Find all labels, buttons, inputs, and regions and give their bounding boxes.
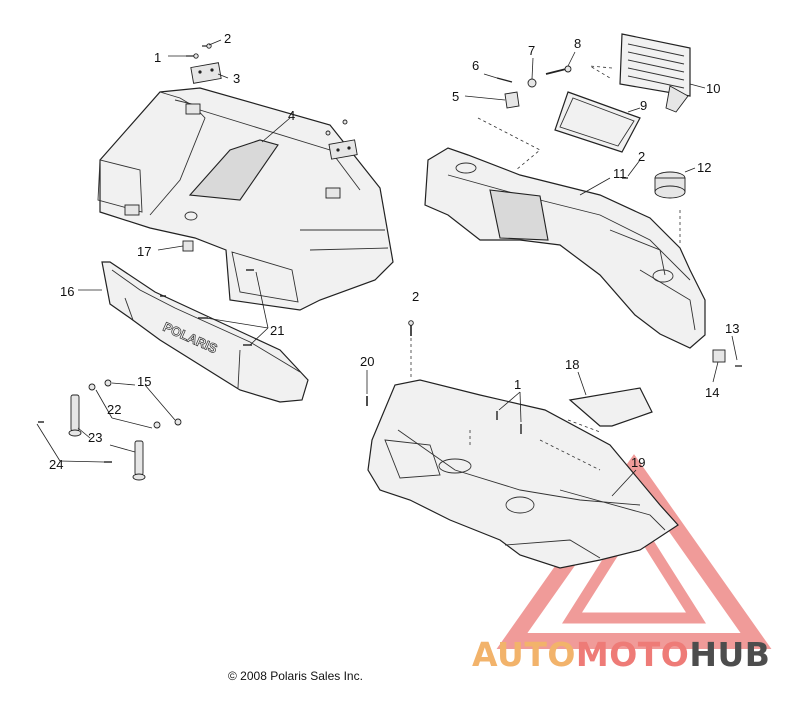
callout-1: 1 bbox=[514, 377, 521, 392]
access-panel bbox=[568, 387, 653, 427]
watermark-part-auto: AUTO bbox=[472, 635, 576, 674]
assembly-dashed-lines bbox=[410, 65, 681, 471]
callout-7: 7 bbox=[528, 43, 535, 58]
watermark-logo-text: AUTOMOTOHUB bbox=[472, 638, 770, 671]
callout-4: 4 bbox=[288, 108, 295, 123]
callout-13: 13 bbox=[725, 321, 739, 336]
callout-14: 14 bbox=[705, 385, 719, 400]
callout-1: 1 bbox=[154, 50, 161, 65]
callout-19: 19 bbox=[631, 455, 645, 470]
mounting-bolt bbox=[38, 379, 182, 481]
knob-assembly bbox=[496, 65, 572, 109]
callout-2: 2 bbox=[412, 289, 419, 304]
front-bumper-panel: POLARIS bbox=[101, 261, 309, 403]
vent-grille bbox=[619, 33, 691, 113]
callout-21: 21 bbox=[270, 323, 284, 338]
screw bbox=[366, 320, 522, 434]
callout-15: 15 bbox=[137, 374, 151, 389]
callout-20: 20 bbox=[360, 354, 374, 369]
callout-18: 18 bbox=[565, 357, 579, 372]
clip bbox=[622, 177, 742, 367]
callout-2: 2 bbox=[638, 149, 645, 164]
callout-5: 5 bbox=[452, 89, 459, 104]
copyright-notice: © 2008 Polaris Sales Inc. bbox=[228, 669, 363, 683]
hinge-plate bbox=[190, 62, 358, 160]
callout-17: 17 bbox=[137, 244, 151, 259]
callout-6: 6 bbox=[472, 58, 479, 73]
callout-9: 9 bbox=[640, 98, 647, 113]
callout-3: 3 bbox=[233, 71, 240, 86]
callout-22: 22 bbox=[107, 402, 121, 417]
callout-16: 16 bbox=[60, 284, 74, 299]
leader-lines bbox=[36, 39, 738, 497]
clip bbox=[182, 240, 194, 252]
callout-11: 11 bbox=[613, 166, 627, 181]
floor-pan bbox=[367, 379, 679, 569]
cup-holder-cap bbox=[654, 171, 686, 199]
gasket bbox=[554, 91, 641, 153]
callout-labels: 1 2 3 4 5 6 7 8 9 10 11 2 12 13 14 2 16 … bbox=[49, 31, 739, 472]
callout-23: 23 bbox=[88, 430, 102, 445]
watermark-part-moto: MOTO bbox=[575, 635, 690, 674]
callout-8: 8 bbox=[574, 36, 581, 51]
callout-24: 24 bbox=[49, 457, 63, 472]
watermark-part-hub: HUB bbox=[689, 635, 771, 674]
dashboard-panel bbox=[424, 147, 706, 349]
front-hood-cover bbox=[97, 87, 394, 311]
callout-10: 10 bbox=[706, 81, 720, 96]
callout-12: 12 bbox=[697, 160, 711, 175]
callout-2: 2 bbox=[224, 31, 231, 46]
